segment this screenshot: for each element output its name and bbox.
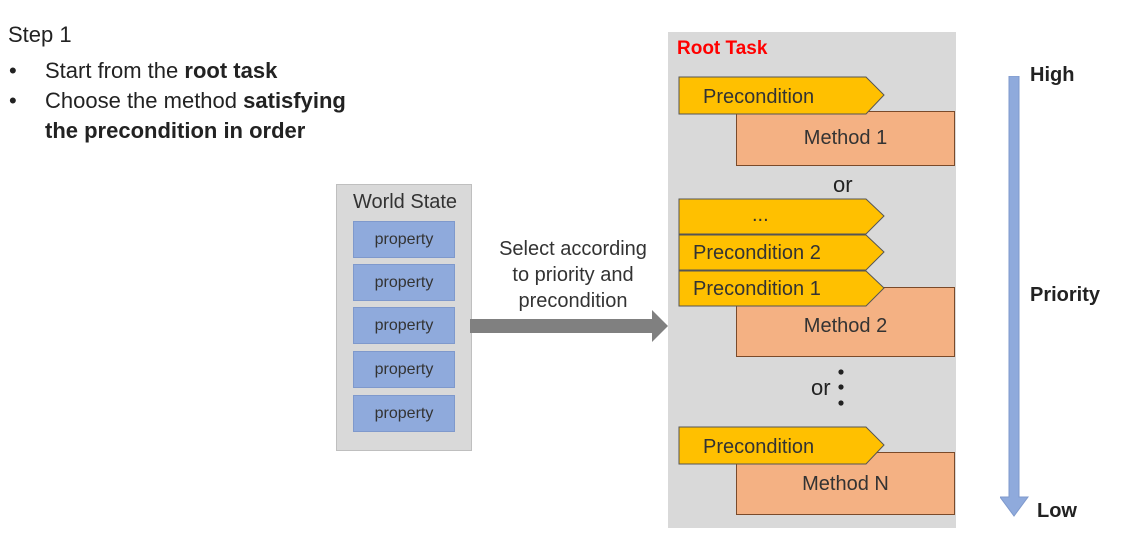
precondition-tag-shape <box>678 234 885 271</box>
priority-label: Priority <box>1030 284 1101 306</box>
precondition-tag-shape <box>678 76 885 115</box>
method-n-label: Method N <box>802 473 889 495</box>
method-1-precondition: Precondition <box>703 86 815 108</box>
priority-down-arrow-icon <box>1000 76 1029 517</box>
or-separator: or <box>833 172 853 197</box>
world-state-box: World State property property property p… <box>336 184 472 451</box>
bullet-bold-text: root task <box>184 58 278 83</box>
select-arrow-icon <box>470 310 668 342</box>
or-separator: or <box>811 375 831 400</box>
method-1-box: Method 1 <box>736 111 955 166</box>
bullet-bold-text: satisfying <box>243 88 346 113</box>
method-2-ellipsis: ... <box>752 204 769 226</box>
bullet-start-root: • Start from the root task <box>9 56 278 86</box>
select-label-line: precondition <box>518 290 628 312</box>
world-state-property: property <box>353 351 455 388</box>
step-title: Step 1 <box>8 22 72 47</box>
world-state-property: property <box>353 307 455 344</box>
root-task-title: Root Task <box>677 38 768 59</box>
world-state-title: World State <box>352 191 458 213</box>
bullet-text: Choose the method <box>45 88 244 113</box>
method-2-label: Method 2 <box>803 314 888 337</box>
method-n-precondition: Precondition <box>703 436 815 458</box>
method-2-precondition-2: Precondition 2 <box>693 242 821 264</box>
select-label-line: Select according <box>499 238 647 260</box>
vertical-ellipsis-icon <box>838 369 844 406</box>
bullet-text: Start from the <box>45 58 185 83</box>
priority-high-label: High <box>1030 64 1075 86</box>
world-state-property: property <box>353 221 455 258</box>
bullet-marker: • <box>9 88 17 113</box>
method-2-precondition-1: Precondition 1 <box>693 278 821 300</box>
precondition-tag-shape <box>678 270 885 307</box>
world-state-property: property <box>353 264 455 301</box>
world-state-property: property <box>353 395 455 432</box>
bullet-marker: • <box>9 58 17 83</box>
precondition-tag-shape <box>678 198 885 235</box>
select-label-line: to priority and <box>512 264 634 286</box>
bullet-choose-method: • Choose the method satisfying <box>9 86 346 116</box>
priority-low-label: Low <box>1037 500 1077 522</box>
precondition-tag-shape <box>678 426 885 465</box>
bullet-choose-method-line2: the precondition in order <box>45 118 306 143</box>
select-arrow-label: Select according to priority and precond… <box>478 236 668 314</box>
root-task-panel: Root Task Method 1 Precondition or Metho… <box>668 32 956 528</box>
